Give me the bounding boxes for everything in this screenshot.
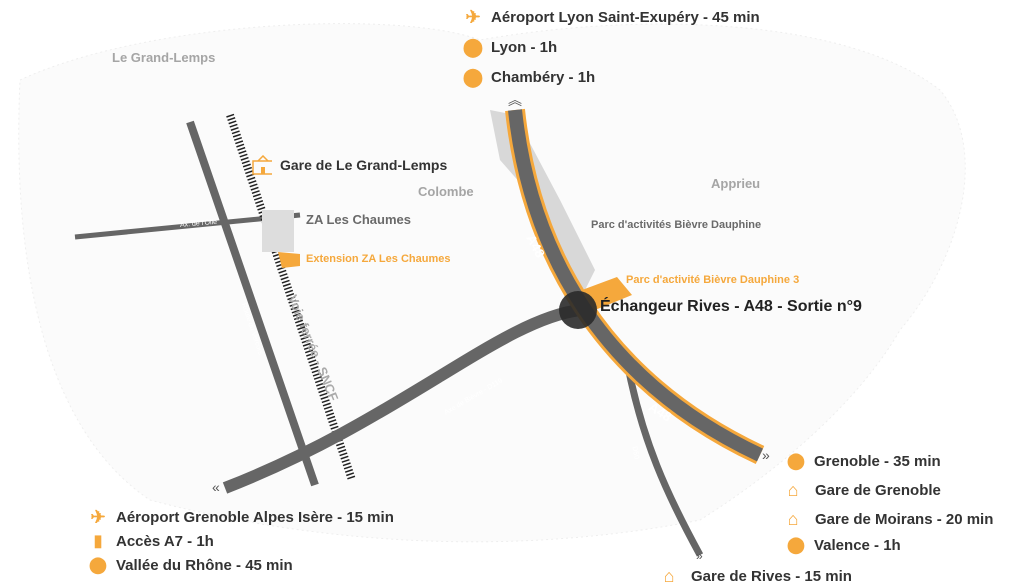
pin-icon: ⬤ (89, 557, 107, 574)
destination-item: ✈Aéroport Grenoble Alpes Isère - 15 min (88, 506, 393, 527)
pin-icon: ⬤ (462, 36, 484, 57)
parc-bievre-3-label: Parc d'activité Bièvre Dauphine 3 (626, 274, 800, 286)
southeast-arrow-icon: » (762, 447, 770, 463)
destination-item: ⬤Chambéry - 1h (462, 66, 596, 87)
pin-icon: ⬤ (787, 453, 805, 470)
town-grand-lemps: Le Grand-Lemps (112, 50, 216, 65)
destination-item: ⌂Gare de Grenoble (779, 480, 941, 500)
destination-item: ✈Aéroport Lyon Saint-Exupéry - 45 min (463, 6, 759, 27)
za-chaumes-label: ZA Les Chaumes (306, 212, 411, 227)
route-du-vercors (186, 120, 319, 487)
town-apprieu: Apprieu (711, 176, 761, 191)
railway (226, 113, 356, 482)
parc-bievre-label: Parc d'activités Bièvre Dauphine (591, 219, 762, 231)
extension-za-area (278, 252, 300, 268)
interchange-marker[interactable] (559, 291, 597, 329)
highway-icon: ▮ (93, 533, 103, 550)
destination-item: ⌂Gare de Moirans - 20 min (779, 508, 994, 529)
d119-road (222, 304, 581, 494)
extension-za-label: Extension ZA Les Chaumes (306, 253, 451, 265)
station-icon (252, 155, 272, 175)
plane-icon: ✈ (90, 506, 106, 527)
za-chaumes-area (262, 210, 294, 252)
town-colombe: Colombe (418, 184, 474, 199)
north-arrow-icon: ︽ (508, 92, 522, 108)
d50-road (621, 349, 704, 557)
station-icon: ⌂ (663, 565, 675, 586)
station-icon: ⌂ (787, 479, 799, 500)
destination-item: ⬤Lyon - 1h (462, 36, 558, 57)
south-arrow-icon: » (696, 549, 703, 563)
pin-icon: ⬤ (462, 66, 484, 87)
gare-rives: ⌂Gare de Rives - 15 min (655, 566, 852, 586)
destination-item: ⬤Valence - 1h (787, 536, 901, 555)
territory-outline (18, 23, 966, 543)
plane-icon: ✈ (465, 6, 481, 27)
pin-icon: ⬤ (787, 537, 805, 554)
destination-item: ▮Accès A7 - 1h (88, 531, 214, 551)
destination-item: ⬤Grenoble - 35 min (787, 452, 941, 471)
station-icon: ⌂ (787, 508, 799, 529)
destination-item: ⬤Vallée du Rhône - 45 min (89, 556, 293, 575)
southwest-arrow-icon: « (212, 479, 220, 495)
echangeur-label: Échangeur Rives - A48 - Sortie n°9 (600, 298, 862, 315)
gare-grand-lemps: Gare de Le Grand-Lemps (252, 155, 447, 175)
